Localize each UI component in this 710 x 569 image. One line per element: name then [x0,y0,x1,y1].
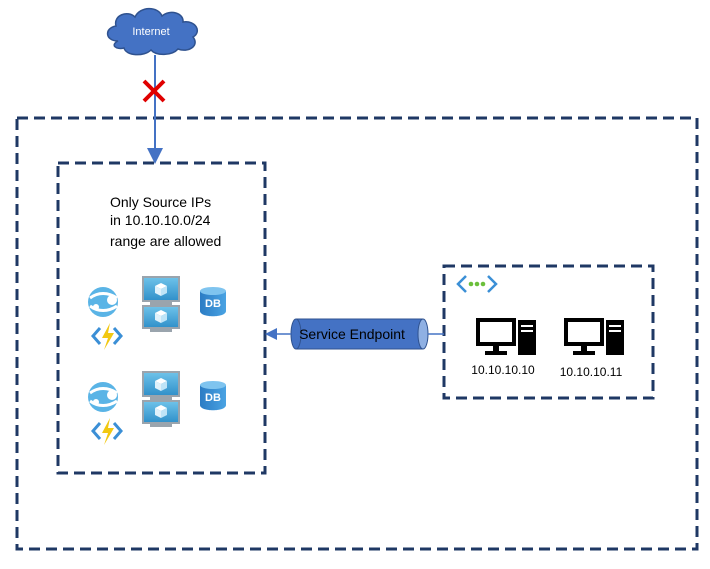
database-icon: DB [200,287,226,317]
restriction-line-3: range are allowed [110,233,221,249]
vnet-box [442,264,655,400]
host-ip-2: 10.10.10.11 [560,365,623,379]
service-endpoint: Service Endpoint [290,318,429,350]
desktop-computer-icon [476,318,536,355]
restriction-line-1: Only Source IPs [110,194,211,210]
db-label: DB [205,298,221,310]
app-service-icon [88,287,118,317]
virtual-machine-icon [142,371,180,427]
service-endpoint-label: Service Endpoint [299,326,405,342]
service-group-2: DB [88,371,226,445]
red-x-icon [142,79,166,103]
desktop-computer-icon [564,318,624,355]
restriction-line-2: in 10.10.10.0/24 [110,212,211,228]
azure-function-icon [91,418,123,445]
azure-function-icon [91,323,123,350]
virtual-machine-icon [142,276,180,332]
virtual-network-icon [456,275,498,293]
internet-label: Internet [132,26,169,38]
internet-cloud: Internet [106,7,198,56]
service-group-1: DB [88,276,226,350]
app-service-icon [88,382,118,412]
database-icon: DB [200,381,226,411]
host-ip-1: 10.10.10.10 [471,363,535,377]
outer-boundary [15,116,699,551]
db-label: DB [205,392,221,404]
